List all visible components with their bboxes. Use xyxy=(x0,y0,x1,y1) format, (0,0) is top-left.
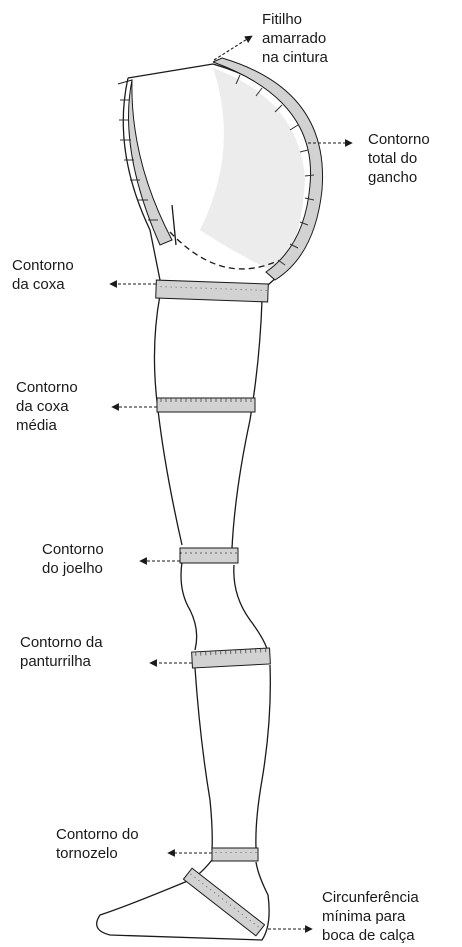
label-panturrilha: Contorno da panturrilha xyxy=(20,633,103,671)
arrow-fitilho xyxy=(214,36,252,60)
waist-line xyxy=(128,64,213,78)
label-joelho: Contorno do joelho xyxy=(42,540,104,578)
fold-line xyxy=(172,205,176,245)
foot-outline xyxy=(97,860,269,940)
calf-front xyxy=(195,668,212,850)
label-tornozelo: Contorno do tornozelo xyxy=(56,825,139,863)
knee-back xyxy=(234,565,268,652)
label-coxa-media: Contorno da coxa média xyxy=(16,378,78,435)
knee-front xyxy=(181,562,197,650)
leg-outline xyxy=(97,64,316,940)
label-gancho: Contorno total do gancho xyxy=(368,130,430,187)
thigh-front xyxy=(154,295,182,545)
label-coxa: Contorno da coxa xyxy=(12,256,74,294)
calf-back xyxy=(256,665,270,848)
label-fitilho: Fitilho amarrado na cintura xyxy=(262,10,328,67)
label-boca: Circunferência mínima para boca de calça xyxy=(322,888,419,945)
thigh-back xyxy=(232,300,262,548)
